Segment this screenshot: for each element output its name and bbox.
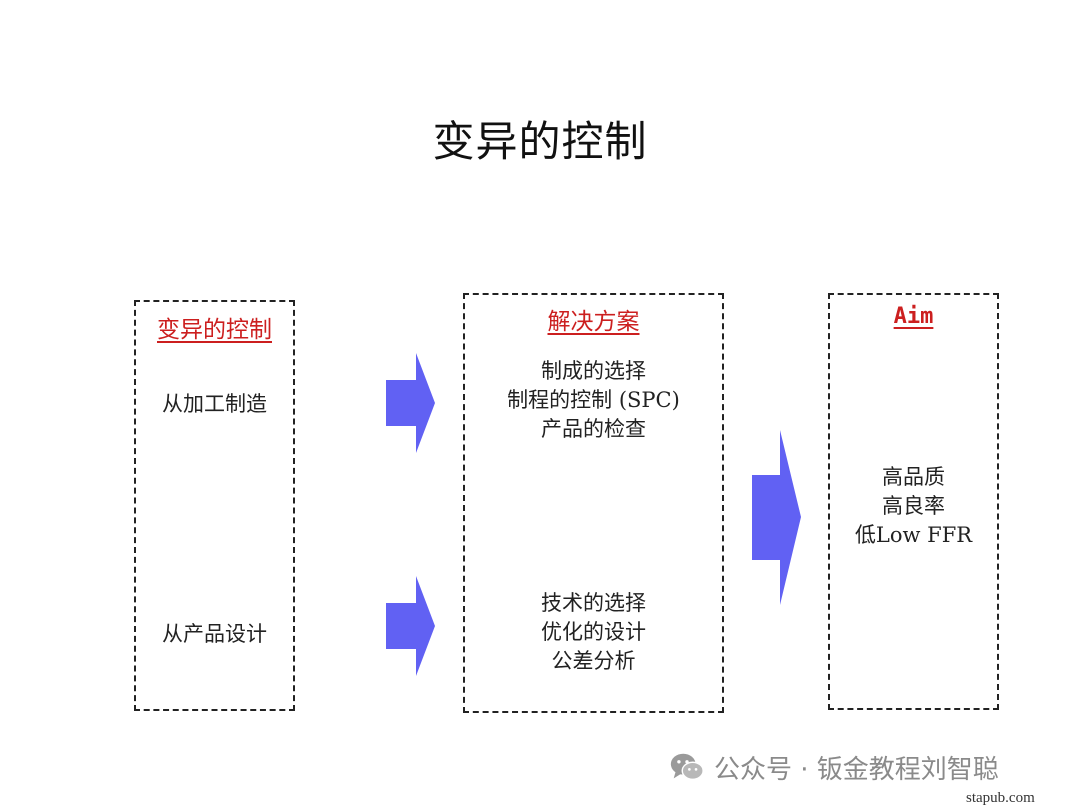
- aim-item: 高良率: [882, 494, 945, 518]
- arrow-right-icon: [386, 353, 435, 453]
- variation-item-design: 从产品设计: [162, 622, 267, 646]
- site-watermark: stapub.com: [966, 790, 1035, 806]
- arrow-right-icon: [386, 576, 435, 676]
- wechat-icon: [670, 753, 704, 781]
- aim-heading: Aim: [893, 304, 934, 329]
- variation-box: 变异的控制 从加工制造 从产品设计: [134, 300, 295, 711]
- aim-box: Aim 高品质 高良率 低Low FFR: [828, 293, 999, 710]
- arrow-right-icon: [752, 430, 801, 605]
- aim-item: 高品质: [882, 465, 945, 489]
- solution-item: 制程的控制 (SPC): [507, 388, 680, 412]
- variation-item-manufacturing: 从加工制造: [162, 392, 267, 416]
- watermark: 公众号 · 钣金教程刘智聪: [668, 748, 999, 786]
- variation-heading: 变异的控制: [157, 317, 272, 343]
- aim-item: 低Low FFR: [854, 523, 973, 547]
- solution-box: 解决方案 制成的选择 制程的控制 (SPC) 产品的检查 技术的选择 优化的设计…: [463, 293, 724, 713]
- watermark-text: 公众号 · 钣金教程刘智聪: [714, 754, 999, 785]
- solution-item: 技术的选择: [541, 591, 646, 615]
- solution-item: 制成的选择: [541, 359, 646, 383]
- solution-item: 优化的设计: [541, 620, 646, 644]
- solution-heading: 解决方案: [547, 309, 640, 335]
- solution-item: 产品的检查: [541, 417, 646, 441]
- solution-item: 公差分析: [551, 649, 636, 673]
- page-title: 变异的控制: [432, 117, 648, 166]
